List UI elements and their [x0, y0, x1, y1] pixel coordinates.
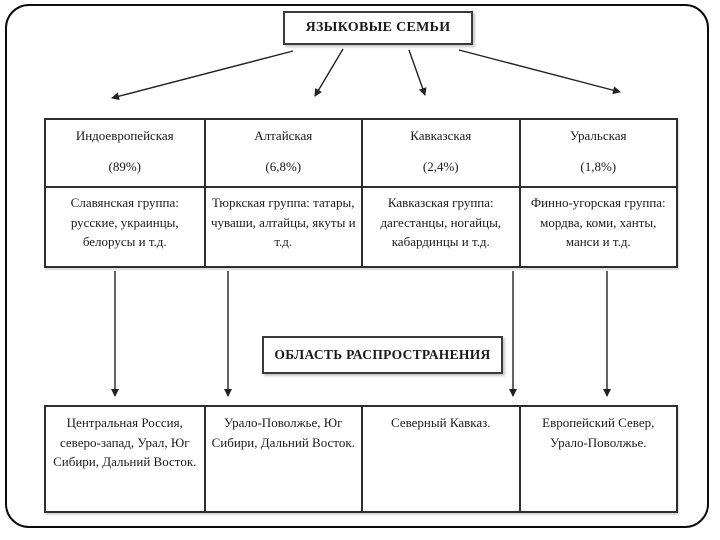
region-cell: Центральная Россия, северо-запад, Урал, … [53, 415, 197, 469]
family-header-cell: Уральская (1,8%) [518, 120, 677, 186]
family-percent: (6,8%) [265, 159, 302, 174]
family-group-cell: Кавказская группа: дагестанцы, ногайцы, … [361, 186, 519, 266]
area-label: ОБЛАСТЬ РАСПРОСТРАНЕНИЯ [274, 347, 491, 362]
region-cell: Урало-Поволжье, Юг Сибири, Дальний Восто… [203, 407, 362, 511]
title-box: ЯЗЫКОВЫЕ СЕМЬИ [283, 11, 473, 45]
slide-border-frame [5, 4, 709, 528]
family-header-cell: Алтайская (6,8%) [203, 120, 362, 186]
area-box: ОБЛАСТЬ РАСПРОСТРАНЕНИЯ [262, 336, 503, 374]
family-group-cell: Финно-угорская группа: мордва, коми, хан… [518, 186, 676, 266]
family-name: Индоевропейская [75, 128, 174, 143]
family-name: Кавказская [410, 128, 472, 143]
family-group-cell: Тюркская группа: татары, чуваши, алтайцы… [203, 186, 361, 266]
distribution-regions-table: Центральная Россия, северо-запад, Урал, … [44, 405, 678, 513]
region-cell: Северный Кавказ. [361, 407, 519, 511]
family-percent: (2,4%) [422, 159, 459, 174]
family-percent: (89%) [108, 159, 142, 174]
family-name: Алтайская [254, 128, 313, 143]
family-header-cell: Кавказская (2,4%) [361, 120, 519, 186]
region-cell: Европейский Север, Урало-Поволжье. [518, 407, 677, 511]
language-families-table: Индоевропейская (89%) Алтайская (6,8%) К… [44, 118, 678, 268]
page-title: ЯЗЫКОВЫЕ СЕМЬИ [305, 20, 451, 35]
family-name: Уральская [569, 128, 627, 143]
family-percent: (1,8%) [580, 159, 617, 174]
family-group-cell: Славянская группа: русские, украинцы, бе… [46, 186, 204, 266]
family-header-cell: Индоевропейская (89%) [46, 120, 204, 186]
